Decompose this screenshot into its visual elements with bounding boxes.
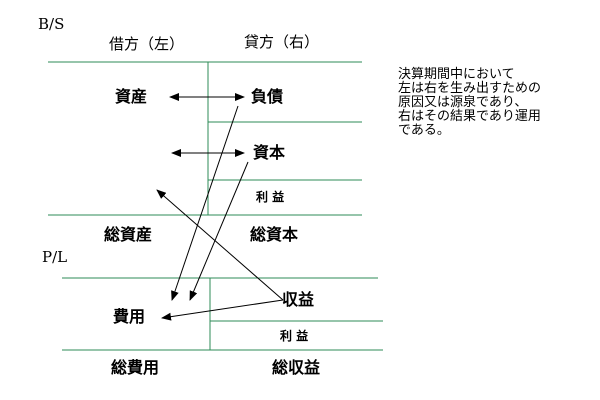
total-expenses-label: 総費用 <box>111 358 160 377</box>
credit-header: 貸方（右） <box>244 33 320 51</box>
expenses-label: 費用 <box>113 307 146 326</box>
assets-label: 資産 <box>115 87 148 106</box>
explanation-note: 決算期間中において 左は右を生み出すための 原因又は源泉であり、 右はその結果で… <box>398 67 542 138</box>
bs-title: B/S <box>38 15 65 33</box>
pl-title: P/L <box>42 248 68 266</box>
arrow-capital-to-expenses <box>189 161 249 301</box>
arrow-liabilities-to-expenses <box>171 105 239 301</box>
bs-table-lines <box>48 61 362 216</box>
pl-profit-label: 利 益 <box>280 329 309 343</box>
total-revenue-label: 総収益 <box>272 358 321 377</box>
arrow-revenue-to-expenses <box>161 299 284 321</box>
pl-table-lines <box>62 277 383 351</box>
liabilities-label: 負債 <box>251 87 284 106</box>
bs-profit-label: 利 益 <box>256 190 285 204</box>
total-capital-label: 総資本 <box>250 225 299 244</box>
revenue-label: 収益 <box>282 290 315 309</box>
debit-header: 借方（左） <box>109 35 185 53</box>
arrow-revenue-to-assets <box>156 189 284 301</box>
arrows <box>156 93 284 321</box>
total-assets-label: 総資産 <box>104 225 153 244</box>
capital-label: 資本 <box>253 143 286 162</box>
